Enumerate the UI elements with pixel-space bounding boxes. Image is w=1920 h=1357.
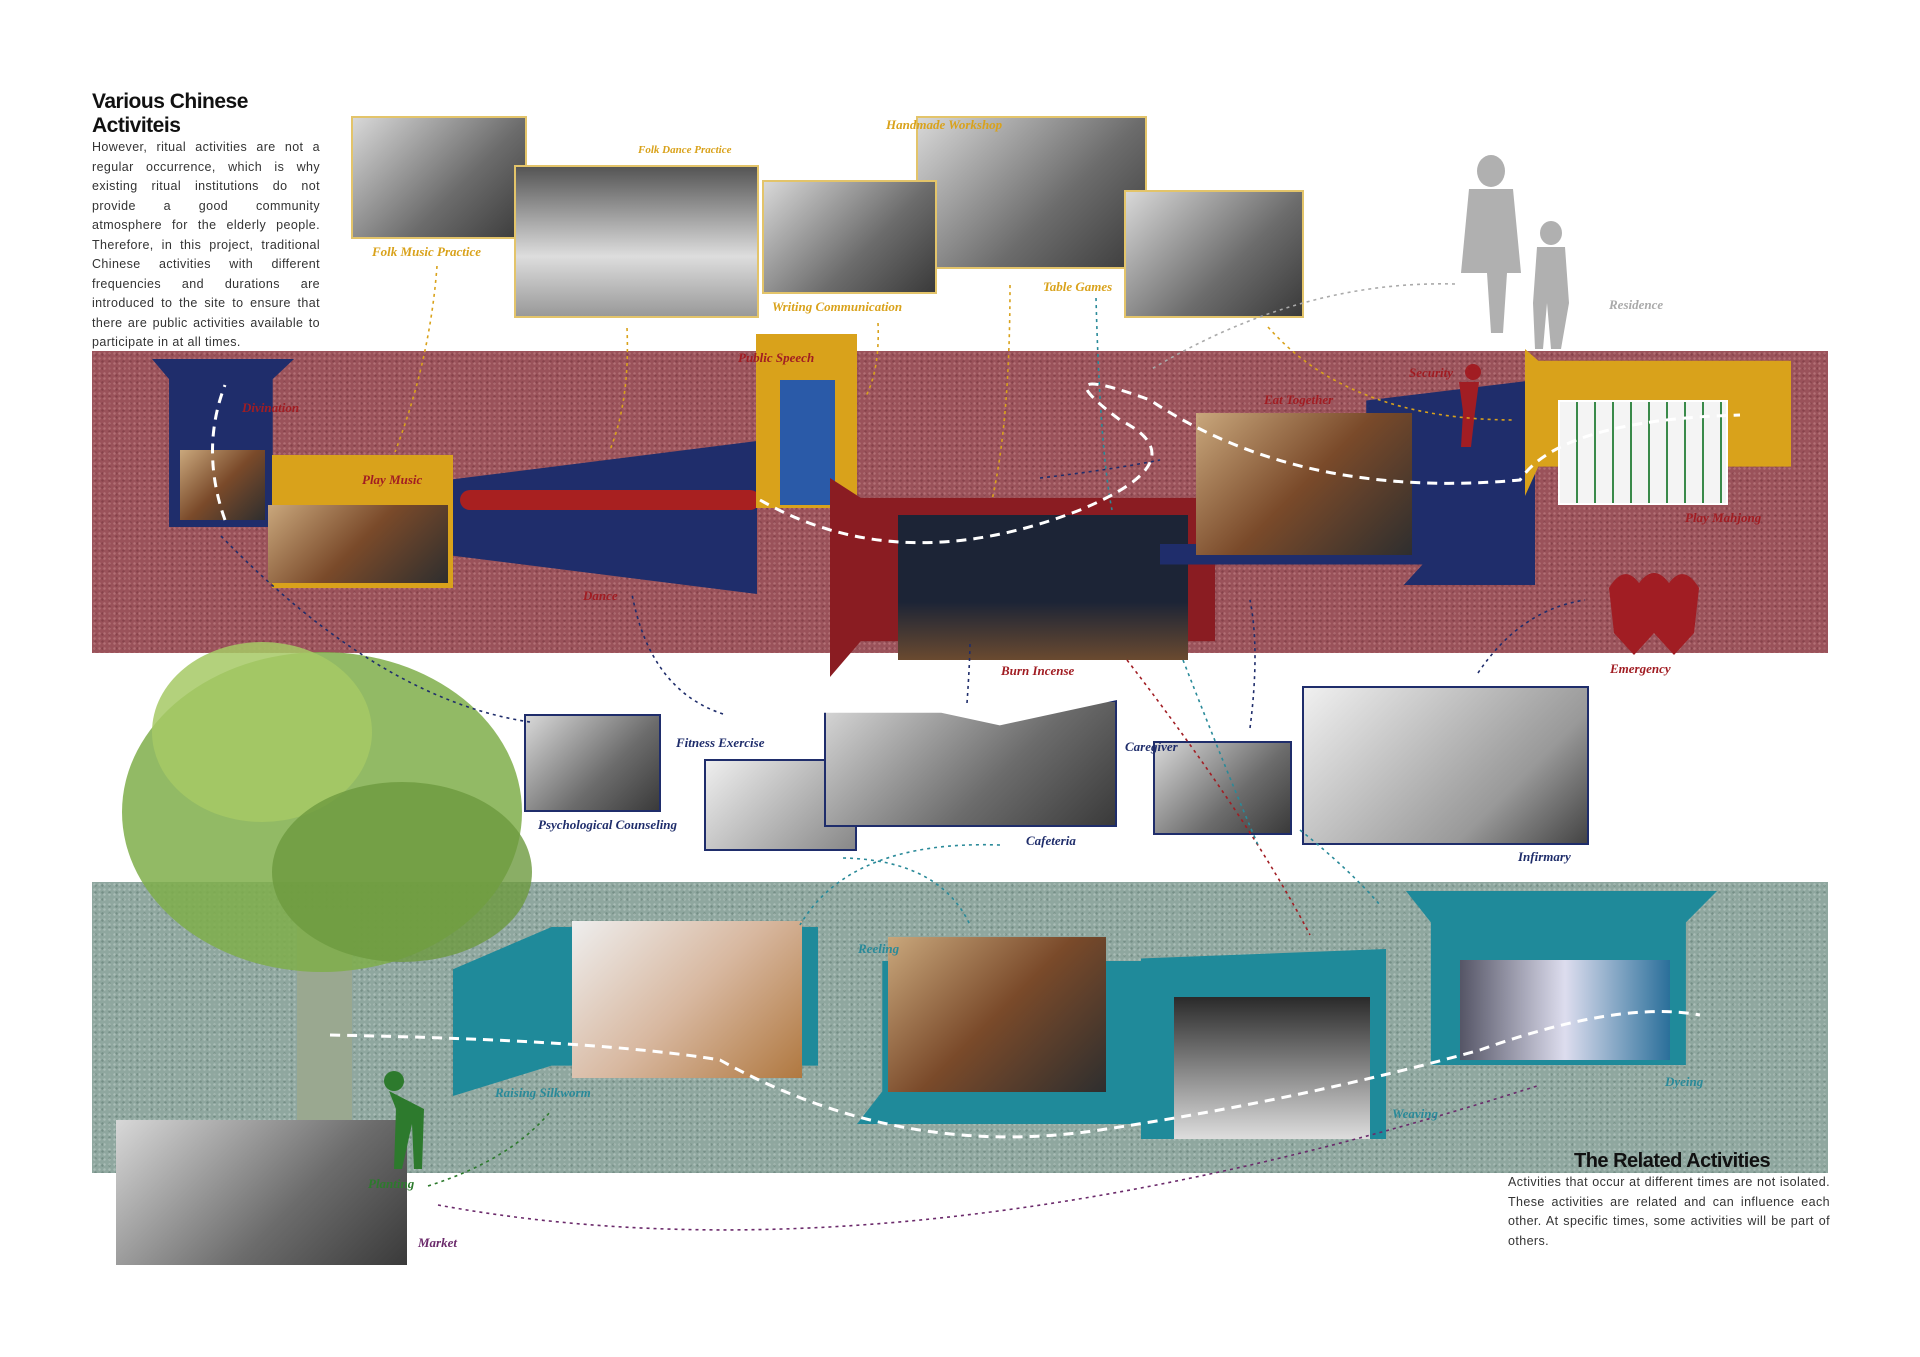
play-music-photo: [268, 505, 448, 583]
planting-silhouette: [384, 1071, 424, 1169]
psych-counseling-photo: [524, 714, 661, 812]
divination-photo: [180, 450, 265, 520]
dragon-dance-figure: [460, 490, 760, 510]
label-psych: Psychological Counseling: [538, 817, 678, 832]
connector-caregiver: [1249, 599, 1256, 729]
folk-music-photo: [351, 116, 527, 239]
connector-cafeteria-silkworm: [799, 843, 1001, 926]
connector-handmade: [991, 284, 1011, 501]
label-public-speech: Public Speech: [738, 350, 815, 365]
connector-folk-dance: [609, 327, 629, 451]
intro-title: Various Chinese Activiteis: [92, 90, 248, 137]
related-block: The Related Activities Activities that o…: [1508, 1150, 1830, 1251]
table-games-photo: [1124, 190, 1304, 318]
cafeteria-photo: [824, 700, 1117, 827]
label-market: Market: [418, 1235, 457, 1250]
connector-folk-music: [394, 265, 438, 453]
flow-ritual: [211, 382, 1741, 545]
label-infirmary: Infirmary: [1518, 849, 1571, 864]
folk-dance-photo: [514, 165, 759, 318]
connector-burn-teal: [1182, 659, 1259, 846]
label-fitness: Fitness Exercise: [676, 735, 765, 750]
connector-writing: [864, 322, 880, 399]
weaving-photo: [1174, 997, 1370, 1139]
label-reeling: Reeling: [858, 941, 900, 956]
writing-photo: [762, 180, 937, 294]
eat-together-photo: [1196, 413, 1412, 555]
label-planting: Planting: [368, 1176, 415, 1191]
label-caregiver: Caregiver: [1125, 739, 1178, 754]
label-emergency: Emergency: [1610, 661, 1671, 676]
related-title: The Related Activities: [1574, 1150, 1771, 1172]
market-photo: [116, 1120, 407, 1265]
connector-burn-weaving: [1126, 659, 1311, 936]
connector-planting: [427, 1111, 551, 1187]
burn-incense-photo: [898, 515, 1188, 660]
connector-residence: [1149, 283, 1456, 371]
label-eat-together: Eat Together: [1264, 392, 1334, 407]
related-text: Activities that occur at different times…: [1508, 1175, 1830, 1248]
mahjong-photo: [1558, 400, 1728, 505]
connector-table-games-teal: [1095, 297, 1113, 511]
intro-text: However, ritual activities are not a reg…: [92, 140, 320, 349]
label-silkworm: Raising Silkworm: [495, 1085, 591, 1100]
connector-caregiver-dyeing: [1299, 829, 1381, 906]
label-handmade: Handmade Workshop: [886, 117, 1003, 132]
label-security: Security: [1409, 365, 1454, 380]
label-play-mahjong: Play Mahjong: [1685, 510, 1762, 525]
caregiver-photo: [1153, 741, 1292, 835]
infirmary-photo: [1302, 686, 1589, 845]
public-speech-photo: [780, 380, 835, 505]
connector-table-games: [1267, 326, 1516, 421]
label-play-music: Play Music: [362, 472, 423, 487]
dyeing-photo: [1460, 960, 1670, 1060]
label-cafeteria: Cafeteria: [1026, 833, 1076, 848]
label-folk-dance: Folk Dance Practice: [638, 144, 732, 156]
connector-cafeteria: [966, 639, 971, 704]
emergency-silhouette: [1609, 573, 1699, 655]
label-dyeing: Dyeing: [1665, 1074, 1704, 1089]
connector-market: [437, 1084, 1541, 1231]
label-divination: Divination: [242, 400, 300, 415]
label-table-games: Table Games: [1043, 279, 1113, 294]
connector-psych: [219, 534, 531, 723]
connector-eat-together: [1039, 459, 1161, 479]
label-weaving: Weaving: [1392, 1106, 1438, 1121]
security-silhouette: [1459, 364, 1481, 447]
connector-infirmary: [1477, 599, 1586, 674]
flow-production: [329, 1010, 1701, 1139]
label-folk-music: Folk Music Practice: [372, 244, 482, 259]
reeling-photo: [888, 937, 1106, 1092]
connector-fitness-reeling: [842, 857, 971, 926]
residence-silhouette: [1461, 155, 1569, 349]
label-burn-incense: Burn Incense: [1001, 663, 1075, 678]
intro-block: Various Chinese Activiteis However, ritu…: [92, 90, 320, 353]
label-dance: Dance: [583, 588, 618, 603]
label-writing: Writing Communication: [772, 299, 903, 314]
label-residence: Residence: [1609, 297, 1664, 312]
silkworm-photo: [572, 921, 802, 1078]
